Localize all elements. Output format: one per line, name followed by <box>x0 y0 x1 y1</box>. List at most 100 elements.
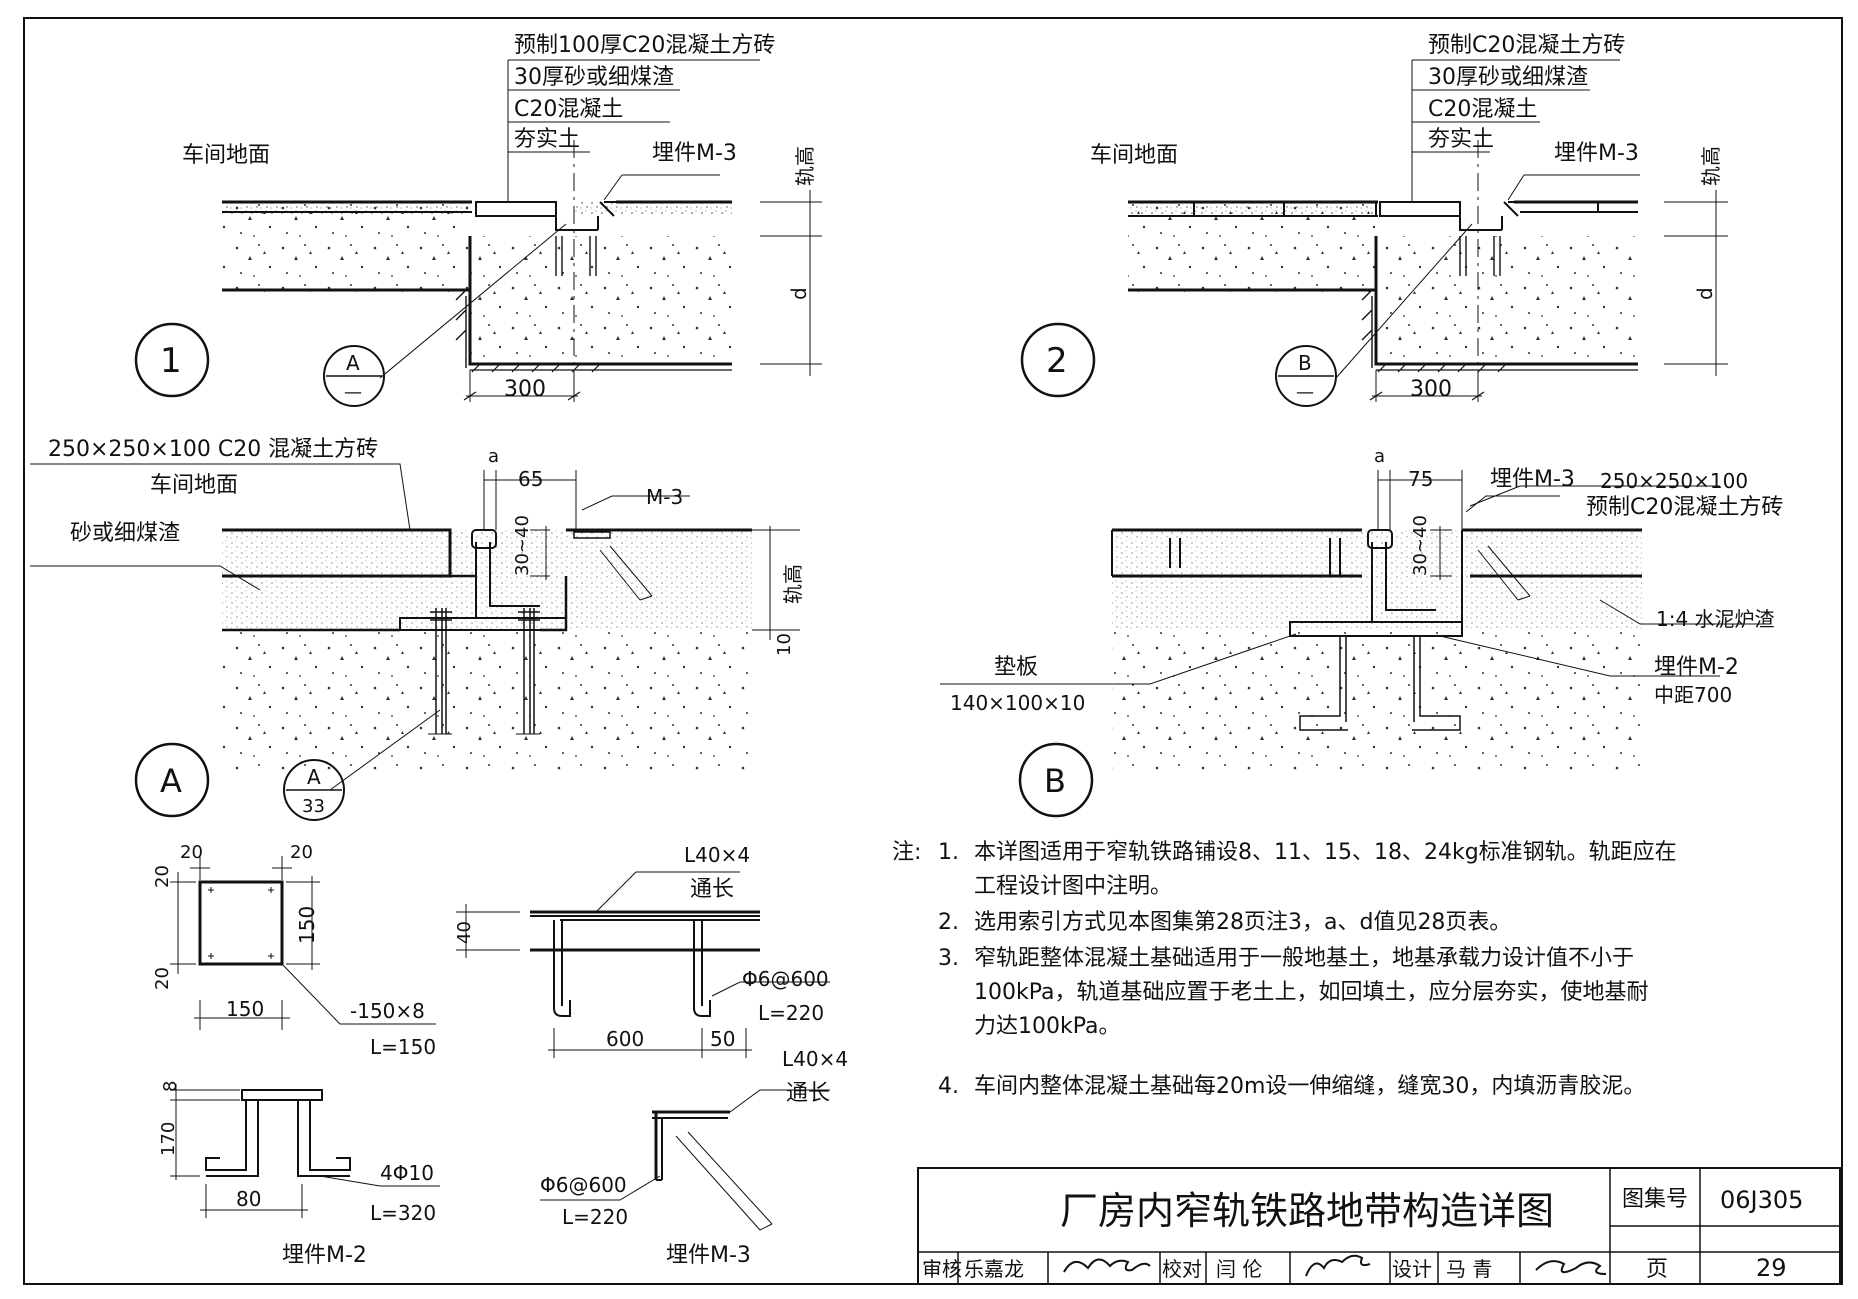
detail-2 <box>1020 59 1728 407</box>
db-dim-a: a <box>1374 446 1385 467</box>
note-4-num: 4. <box>938 1074 959 1099</box>
anchor-through: 通长 <box>690 877 734 902</box>
m3-bar: Φ6@600 <box>540 1173 627 1197</box>
m2-bar: 4Φ10 <box>380 1161 434 1185</box>
da-brick-label: 250×250×100 C20 混凝土方砖 <box>48 437 378 462</box>
d1-number: 1 <box>160 341 182 381</box>
note-3-line-1: 窄轨距整体混凝土基础适用于一般地基土，地基承载力设计值不小于 <box>974 946 1635 971</box>
plate-dim-20b: 20 <box>290 842 313 863</box>
da-dim-65: 65 <box>518 467 543 491</box>
d2-width: 300 <box>1410 377 1452 402</box>
reviewer-signature <box>1063 1258 1151 1273</box>
anchor-angle: L40×4 <box>684 843 750 867</box>
db-pad: 垫板 <box>994 655 1038 680</box>
plate-dim-20c: 20 <box>152 865 173 888</box>
d1-rail-height: 轨高 <box>793 146 817 186</box>
da-sand-label: 砂或细煤渣 <box>70 521 180 546</box>
da-m3-label: M-3 <box>646 485 683 509</box>
d2-embed-label: 埋件M-3 <box>1554 141 1639 166</box>
da-ref-bottom: 33 <box>302 796 325 817</box>
db-pad-size: 140×100×10 <box>950 691 1085 715</box>
titleblock-set-no: 06J305 <box>1720 1186 1803 1214</box>
d2-depth: d <box>1693 287 1717 300</box>
d2-layer-4: 夯实土 <box>1428 127 1494 152</box>
note-1-num: 1. <box>938 840 959 865</box>
anchor-dim-40: 40 <box>454 921 475 944</box>
detail-a <box>30 463 800 821</box>
db-embed-m3: 埋件M-3 <box>1490 467 1575 492</box>
d2-floor-label: 车间地面 <box>1090 143 1178 168</box>
note-2-line-1: 选用索引方式见本图集第28页注3，a、d值见28页表。 <box>974 910 1512 935</box>
titleblock-title: 厂房内窄轨铁路地带构造详图 <box>1060 1189 1554 1233</box>
note-4-line-1: 车间内整体混凝土基础每20m设一伸缩缝，缝宽30，内填沥青胶泥。 <box>974 1074 1646 1099</box>
da-rail-height: 轨高 <box>781 564 805 604</box>
da-floor-label: 车间地面 <box>150 473 238 498</box>
db-brick-size: 250×250×100 <box>1600 469 1748 493</box>
title-block <box>917 1167 1841 1285</box>
d2-ref-bottom: — <box>1296 382 1314 403</box>
plate-dim-150v: 150 <box>295 906 319 944</box>
d2-ref-top: B <box>1298 351 1312 375</box>
detail-1 <box>134 59 822 407</box>
db-spacing: 中距700 <box>1654 683 1732 707</box>
m2-dim-8: 8 <box>160 1081 181 1092</box>
d1-ref-top: A <box>346 351 360 375</box>
m3-length: L=220 <box>562 1205 628 1229</box>
d1-floor-label: 车间地面 <box>182 143 270 168</box>
titleblock-set-label: 图集号 <box>1622 1187 1688 1212</box>
plate-dim-20a: 20 <box>180 842 203 863</box>
db-brick-name: 预制C20混凝土方砖 <box>1586 495 1783 520</box>
anchor-dim-50: 50 <box>710 1027 735 1051</box>
titleblock-review-label: 审核 <box>922 1257 962 1281</box>
d1-layer-4: 夯实土 <box>514 127 580 152</box>
plate-detail <box>170 856 436 1030</box>
titleblock-checker: 闫 伦 <box>1216 1257 1262 1281</box>
d2-layer-3: C20混凝土 <box>1428 97 1537 122</box>
da-dim-10: 10 <box>774 633 795 656</box>
m2-dim-170: 170 <box>158 1122 179 1156</box>
d1-layer-2: 30厚砂或细煤渣 <box>514 65 674 90</box>
embed-m3-detail <box>540 1089 830 1231</box>
m3-through: 通长 <box>786 1081 830 1106</box>
m2-dim-80: 80 <box>236 1187 261 1211</box>
m2-length: L=320 <box>370 1201 436 1225</box>
da-dim-a: a <box>488 446 499 467</box>
d1-layer-3: C20混凝土 <box>514 97 623 122</box>
plate-length: L=150 <box>370 1035 436 1059</box>
note-3-line-2: 100kPa，轨道基础应置于老土上，如回填土，应分层夯实，使地基耐 <box>974 980 1649 1005</box>
d1-embed-label: 埋件M-3 <box>652 141 737 166</box>
db-embed-m2: 埋件M-2 <box>1654 655 1739 680</box>
db-dim-3040: 30~40 <box>1410 515 1431 576</box>
note-3-line-3: 力达100kPa。 <box>974 1014 1121 1039</box>
titleblock-designer: 马 青 <box>1446 1257 1492 1281</box>
d1-ref-bottom: — <box>344 382 362 403</box>
d1-width: 300 <box>504 377 546 402</box>
da-ref-top: A <box>307 765 321 789</box>
detail-b <box>940 470 1770 818</box>
d2-number: 2 <box>1046 341 1068 381</box>
db-cinder: 1:4 水泥炉渣 <box>1656 607 1775 631</box>
anchor-detail <box>456 871 830 1058</box>
designer-signature <box>1535 1260 1607 1275</box>
notes-prefix: 注: <box>892 840 922 865</box>
titleblock-check-label: 校对 <box>1162 1257 1202 1281</box>
d1-layer-1: 预制100厚C20混凝土方砖 <box>514 33 775 58</box>
embed-m2-detail <box>170 1084 440 1218</box>
d2-layer-1: 预制C20混凝土方砖 <box>1428 33 1625 58</box>
m3-title: 埋件M-3 <box>666 1243 751 1268</box>
note-1-line-2: 工程设计图中注明。 <box>974 874 1173 899</box>
titleblock-page-label: 页 <box>1646 1257 1668 1282</box>
anchor-dim-600: 600 <box>606 1027 644 1051</box>
d2-layer-2: 30厚砂或细煤渣 <box>1428 65 1588 90</box>
titleblock-page-no: 29 <box>1756 1254 1787 1282</box>
anchor-length: L=220 <box>758 1001 824 1025</box>
titleblock-design-label: 设计 <box>1392 1257 1432 1281</box>
m3-angle: L40×4 <box>782 1047 848 1071</box>
note-2-num: 2. <box>938 910 959 935</box>
da-dim-3040: 30~40 <box>512 515 533 576</box>
note-3-num: 3. <box>938 946 959 971</box>
d1-depth: d <box>787 287 811 300</box>
m2-title: 埋件M-2 <box>282 1243 367 1268</box>
